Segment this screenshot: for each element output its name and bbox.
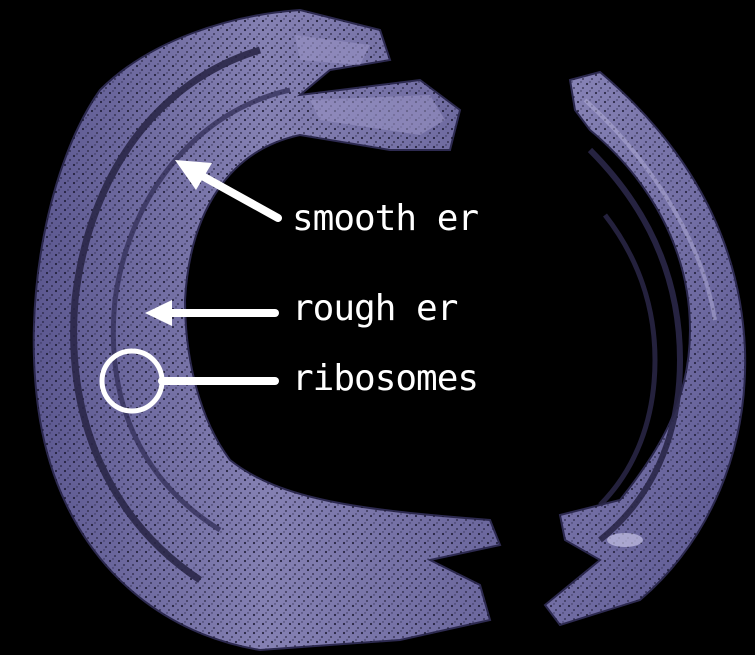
label-rough-er: rough er <box>292 288 457 329</box>
right-er-stack <box>545 72 745 625</box>
right-membrane-groove-2 <box>600 215 655 505</box>
label-ribosomes: ribosomes <box>292 358 478 399</box>
left-er-stack <box>34 10 500 650</box>
label-smooth-er: smooth er <box>292 198 478 239</box>
